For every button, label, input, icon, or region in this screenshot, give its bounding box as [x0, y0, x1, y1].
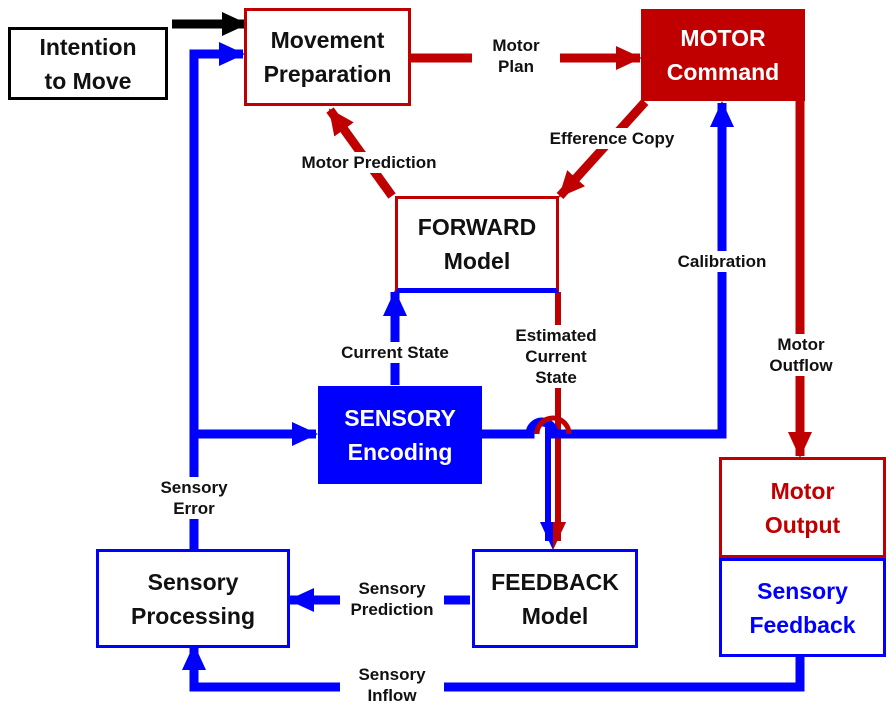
sensory-error-label: Sensory Error	[150, 477, 238, 519]
calibration-label: Calibration	[664, 251, 780, 272]
feedback-model-box: FEEDBACK Model	[472, 549, 638, 648]
feedback-model-line2: Model	[521, 602, 589, 629]
forward-model-line2: Model	[443, 247, 511, 274]
current-state-label: Current State	[328, 342, 462, 363]
motor-outflow-line2: Outflow	[769, 356, 833, 375]
estimated-line3: State	[535, 368, 577, 387]
sensory-error-loop	[189, 42, 245, 550]
sensory-feedback-line1: Sensory	[757, 577, 848, 604]
movement-preparation-box: Movement Preparation	[244, 8, 411, 106]
sensory-inflow-arrow	[182, 644, 805, 692]
sensory-encoding-line1: SENSORY	[344, 405, 456, 431]
sensory-error-line1: Sensory	[160, 478, 228, 497]
efference-copy-label: Efference Copy	[535, 128, 689, 149]
movement-prep-line1: Movement	[270, 27, 385, 53]
intention-line1: Intention	[39, 33, 137, 60]
motor-prediction-label: Motor Prediction	[283, 152, 455, 173]
crossover-bump-red	[534, 415, 572, 435]
sensory-feedback-line2: Feedback	[749, 611, 856, 638]
efference-copy-arrow	[556, 98, 649, 200]
motor-outflow-line1: Motor	[777, 335, 825, 354]
estimated-line2: Current	[525, 347, 587, 366]
motor-command-box: MOTOR Command	[641, 9, 805, 101]
motor-plan-label: Motor Plan	[472, 35, 560, 77]
sensory-prediction-line2: Prediction	[350, 600, 434, 619]
sensory-inflow-line2: Inflow	[367, 686, 417, 705]
estimated-line1: Estimated	[515, 326, 597, 345]
forward-model-box: FORWARD Model	[395, 196, 559, 293]
sensory-encoding-box: SENSORY Encoding	[318, 386, 482, 484]
sensory-inflow-label: Sensory Inflow	[340, 664, 444, 706]
movement-prep-line2: Preparation	[263, 61, 392, 87]
motor-output-box: Motor Output	[719, 457, 886, 558]
sensory-feedback-box: Sensory Feedback	[719, 558, 886, 657]
calibration-text: Calibration	[677, 252, 767, 271]
sensory-processing-line1: Sensory	[147, 568, 239, 595]
intention-to-move-box: Intention to Move	[8, 27, 168, 100]
forward-model-line1: FORWARD	[417, 213, 537, 240]
motor-output-line2: Output	[764, 511, 841, 538]
motor-output-line1: Motor	[770, 477, 835, 504]
sensory-processing-box: Sensory Processing	[96, 549, 290, 648]
motor-plan-line1: Motor	[492, 36, 540, 55]
estimated-state-arrowhead-right	[553, 522, 566, 550]
sensory-inflow-line1: Sensory	[358, 665, 426, 684]
motor-plan-line2: Plan	[498, 57, 534, 76]
estimated-current-state-label: Estimated Current State	[502, 325, 610, 388]
motor-command-line2: Command	[666, 59, 780, 85]
motor-prediction-text: Motor Prediction	[301, 153, 437, 172]
efference-copy-text: Efference Copy	[549, 129, 675, 148]
intention-line2: to Move	[44, 67, 132, 94]
motor-command-line1: MOTOR	[680, 25, 766, 51]
current-state-text: Current State	[341, 343, 449, 362]
sensory-prediction-label: Sensory Prediction	[340, 578, 444, 620]
sensory-error-line2: Error	[173, 499, 215, 518]
sensory-prediction-line1: Sensory	[358, 579, 426, 598]
sensory-encoding-line2: Encoding	[347, 439, 453, 465]
feedback-model-line1: FEEDBACK	[491, 568, 619, 595]
motor-outflow-label: Motor Outflow	[758, 334, 844, 376]
sensory-processing-line2: Processing	[131, 602, 255, 629]
